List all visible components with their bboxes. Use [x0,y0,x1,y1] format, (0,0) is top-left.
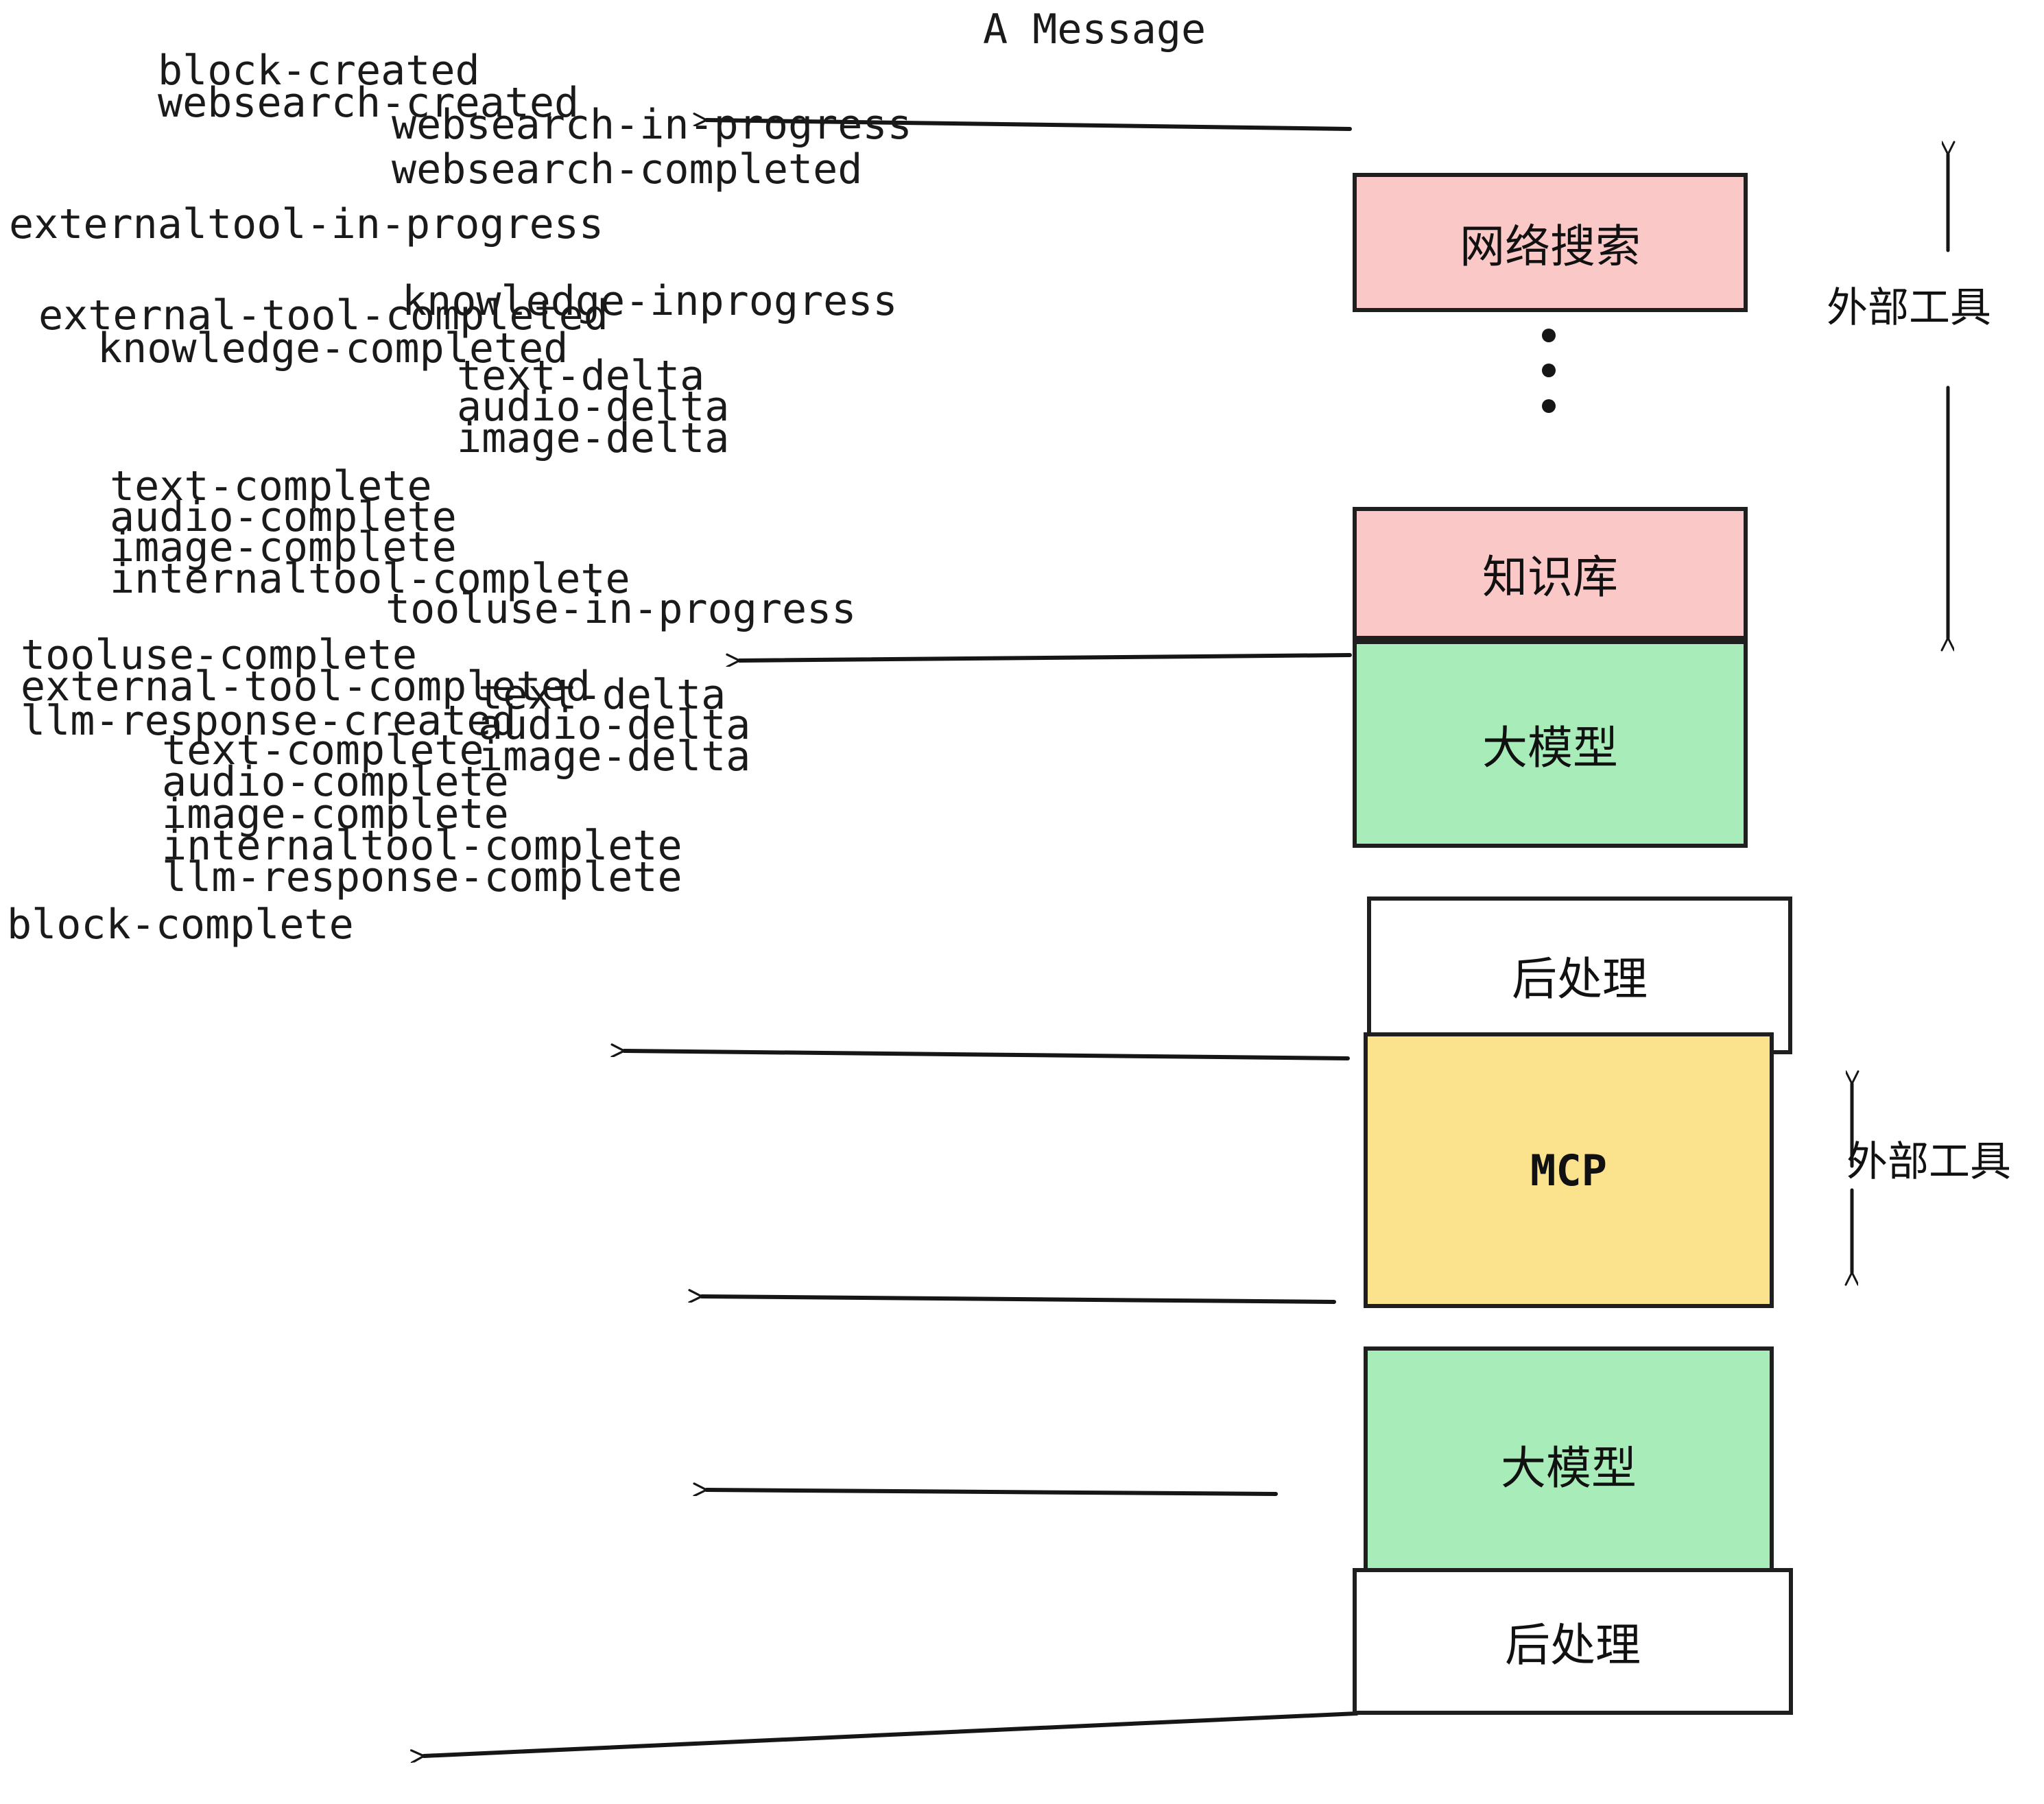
event-label-image-delta-1: image-delta [457,414,730,462]
node-box-llm-2[interactable]: 大模型 [1364,1346,1774,1582]
event-label-llm-response-created: llm-response-created [21,697,516,745]
arrow-tooluse-complete [702,1296,1336,1304]
node-box-knowledge[interactable]: 知识库 [1353,507,1748,640]
node-box-mcp[interactable]: MCP [1364,1032,1774,1308]
diagram-title: A Message [983,5,1207,54]
event-label-audio-complete-1: audio-complete [110,493,457,541]
node-box-postprocess-2[interactable]: 后处理 [1353,1568,1793,1715]
event-label-external-tool-completed-1: external-tool-completed [38,292,608,340]
arrow-knowledge-completed [739,653,1352,661]
event-label-block-created: block-created [158,47,480,95]
event-label-text-complete-2: text-complete [162,726,484,774]
arrow-block-created [706,120,1352,131]
event-label-image-complete-2: image-complete [162,790,509,838]
event-label-externaltool-in-progress: externaltool-in-progress [9,200,604,248]
event-label-text-complete-1: text-complete [110,462,432,510]
event-label-audio-delta-2: audio-delta [478,701,751,749]
event-label-knowledge-completed: knowledge-completed [97,324,569,372]
event-label-tooluse-in-progress: tooluse-in-progress [385,585,857,633]
side-label-external-tool-bottom: 外部工具 [1846,1138,2011,1186]
event-label-audio-delta-1: audio-delta [457,383,730,431]
node-box-llm-1[interactable]: 大模型 [1353,640,1748,848]
event-label-websearch-in-progress: websearch-in-progress [392,101,912,149]
event-label-text-delta-2: text-delta [478,671,726,719]
event-label-knowledge-inprogress: knowledge-inprogress [402,277,898,325]
arrow-audio-complete [706,1490,1278,1494]
node-box-websearch[interactable]: 网络搜索 [1353,173,1748,312]
event-label-llm-response-complete: llm-response-complete [162,853,682,901]
node-box-postprocess-1[interactable]: 后处理 [1367,897,1792,1054]
event-label-image-delta-2: image-delta [478,733,751,781]
event-label-internaltool-complete-1: internaltool-complete [110,555,630,603]
event-label-block-complete: block-complete [7,901,354,949]
ellipsis-dot-3 [1542,399,1556,413]
side-label-external-tool-top: 外部工具 [1827,284,1991,332]
event-label-external-tool-completed-2: external-tool-completed [21,663,591,711]
event-label-image-complete-1: image-complete [110,523,457,571]
arrow-block-complete [424,1711,1359,1756]
ellipsis-dot-1 [1542,329,1556,342]
event-label-audio-complete-2: audio-complete [162,758,509,806]
arrow-layer [424,120,1359,1756]
event-label-tooluse-complete: tooluse-complete [21,631,417,679]
side-arrow-layer [1852,154,1948,1272]
ellipsis-dot-2 [1542,364,1556,377]
arrow-image-complete [624,1051,1350,1060]
event-label-internaltool-complete-2: internaltool-complete [162,822,682,870]
event-label-websearch-created: websearch-created [158,79,580,127]
event-label-text-delta-1: text-delta [457,352,705,400]
event-label-websearch-completed: websearch-completed [392,145,863,193]
